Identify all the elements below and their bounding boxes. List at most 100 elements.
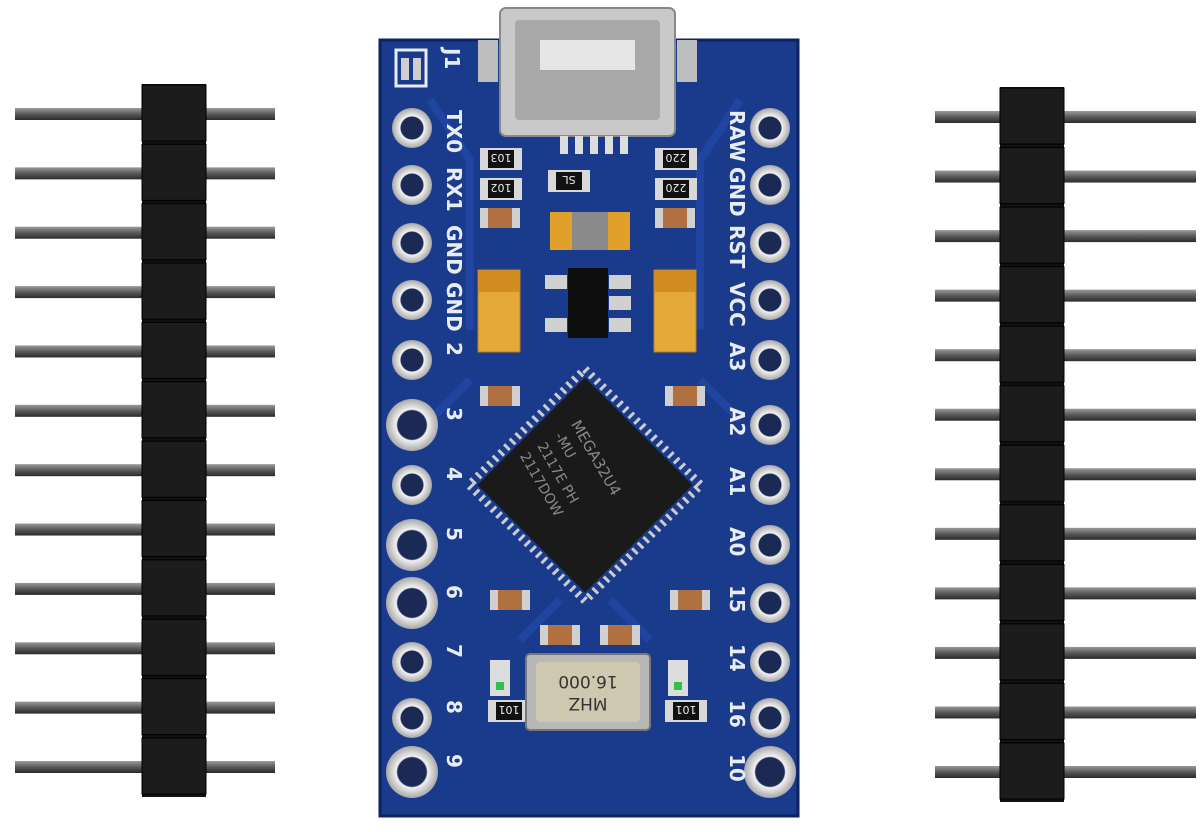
right-header-pin [935, 230, 1196, 243]
resistor-code: SL [562, 173, 576, 186]
right-header-segment [999, 742, 1065, 800]
right-header-segment [999, 563, 1065, 621]
resistor-code: 101 [499, 703, 520, 716]
j1-label: J1 [440, 46, 464, 69]
left-pin-label: 4 [442, 467, 466, 481]
left-pin-label: 3 [442, 407, 466, 421]
right-header-segment [999, 444, 1065, 502]
right-header-segment [999, 266, 1065, 324]
right-header-segment [999, 147, 1065, 205]
right-header-pin [935, 766, 1196, 778]
right-header-pin [935, 527, 1196, 540]
right-pin-label: VCC [725, 282, 749, 327]
smd-capacitor [480, 386, 520, 406]
left-header-segment [141, 500, 207, 558]
resistor-code: 102 [491, 181, 512, 194]
smd-capacitor [540, 625, 580, 645]
right-header-pin [935, 170, 1196, 183]
resistor-code: 101 [676, 703, 697, 716]
pin-pad-left [386, 519, 438, 571]
pin-pad-left [392, 642, 432, 682]
left-pin-label: 5 [442, 527, 466, 541]
right-header-pin [935, 408, 1196, 421]
left-header-segment [141, 262, 207, 320]
left-header-segment [141, 678, 207, 736]
right-header-pin [935, 111, 1196, 123]
smd-resistor: 103 [480, 148, 522, 170]
left-header-segment [141, 440, 207, 498]
left-header-segment [141, 618, 207, 676]
pin-pad-left [386, 399, 438, 451]
right-header-pin [935, 289, 1196, 302]
pin-pad-left [392, 465, 432, 505]
left-header-segment [141, 381, 207, 439]
pin-pad-right [750, 465, 790, 505]
pin-pad-right [750, 280, 790, 320]
pin-pad-right [744, 746, 796, 798]
right-header-segment [999, 385, 1065, 443]
right-pin-label: 10 [725, 754, 749, 782]
left-pin-label: GND [442, 282, 466, 332]
pin-pad-right [750, 642, 790, 682]
left-pin-label: RX1 [442, 167, 466, 212]
led [668, 660, 688, 696]
right-header-pin [935, 646, 1196, 659]
right-header-segment [999, 206, 1065, 264]
usb-connector[interactable] [478, 7, 697, 154]
pin-pad-right [750, 223, 790, 263]
smd-capacitor [480, 208, 520, 228]
pin-pad-right [750, 583, 790, 623]
crystal-label-2: 16.000 [558, 671, 617, 691]
smd-resistor: 220 [655, 178, 697, 200]
smd-resistor: SL [548, 170, 590, 192]
left-pin-label: 9 [442, 754, 466, 768]
left-pin-label: 8 [442, 700, 466, 714]
smd-capacitor [670, 590, 710, 610]
right-pin-label: A2 [725, 407, 749, 436]
left-header-segment [141, 84, 207, 142]
right-header-segment [999, 325, 1065, 383]
right-pin-label: RAW [725, 110, 749, 162]
pin-pad-right [750, 340, 790, 380]
right-pin-label: 14 [725, 644, 749, 672]
pin-pad-left [392, 108, 432, 148]
left-header-segment [141, 143, 207, 201]
smd-resistor: 220 [655, 148, 697, 170]
tantalum-capacitor-right [653, 269, 697, 353]
smd-capacitor [600, 625, 640, 645]
pin-pad-right [750, 405, 790, 445]
pin-pad-right [750, 108, 790, 148]
j1-pad-outline [394, 48, 428, 88]
smd-capacitor [655, 208, 695, 228]
right-header-pin [935, 587, 1196, 600]
left-header-segment [141, 321, 207, 379]
right-header-plastic [1000, 87, 1064, 802]
right-pin-label: 16 [725, 700, 749, 728]
right-pin-label: RST [725, 225, 749, 269]
resistor-code: 220 [666, 181, 687, 194]
right-pin-label: A3 [725, 342, 749, 371]
left-pin-label: 2 [442, 342, 466, 356]
left-header-segment [141, 737, 207, 795]
pin-pad-left [386, 746, 438, 798]
resistor-code: 220 [666, 151, 687, 164]
smd-resistor: 102 [480, 178, 522, 200]
right-header-segment [999, 87, 1065, 145]
smd-resistor: 101 [488, 700, 530, 722]
right-header-segment [999, 682, 1065, 740]
left-pin-label: TX0 [442, 110, 466, 153]
right-pin-label: GND [725, 167, 749, 217]
right-header-pin [935, 349, 1196, 362]
right-header-pin [935, 706, 1196, 719]
right-header-segment [999, 623, 1065, 681]
left-pin-label: 6 [442, 585, 466, 599]
left-pin-label: 7 [442, 644, 466, 658]
right-pin-label: A0 [725, 527, 749, 556]
pin-pad-left [392, 223, 432, 263]
right-header-pin [935, 468, 1196, 481]
pin-pad-right [750, 525, 790, 565]
left-pin-header [15, 84, 275, 797]
pin-pad-right [750, 698, 790, 738]
